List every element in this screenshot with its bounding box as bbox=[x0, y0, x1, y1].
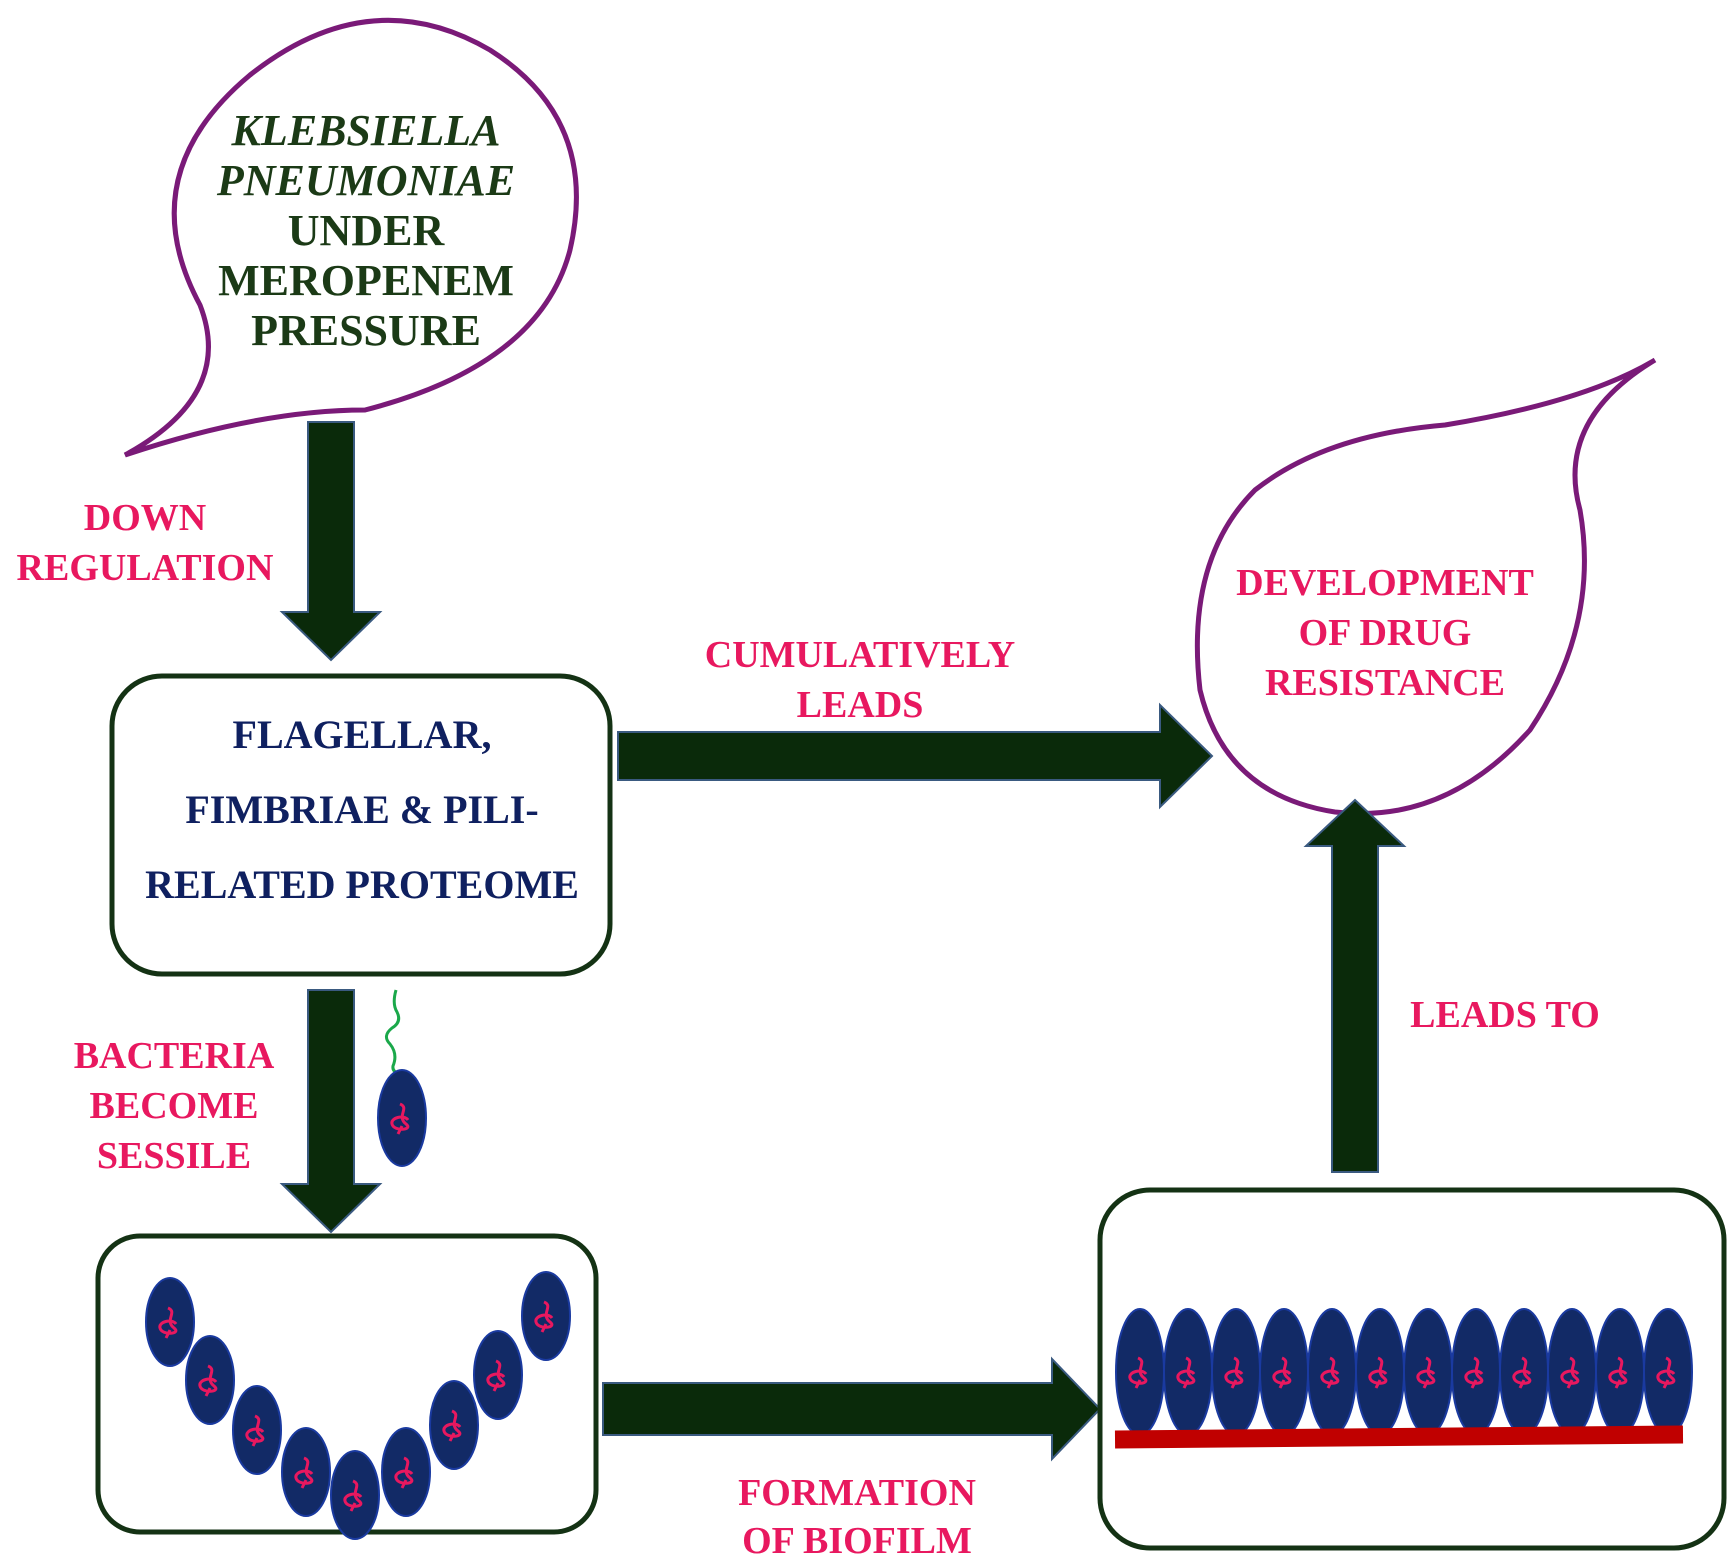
source-line-3: UNDER bbox=[288, 206, 446, 255]
bacterium bbox=[429, 1380, 479, 1470]
bacterium bbox=[330, 1450, 380, 1540]
result-line-3: RESISTANCE bbox=[1265, 662, 1505, 704]
bacterium bbox=[1211, 1308, 1261, 1436]
bacterium bbox=[1307, 1308, 1357, 1436]
result-line-2: OF DRUG bbox=[1299, 612, 1472, 654]
down-regulation-arrow bbox=[279, 421, 383, 662]
biofilm-label-2: OF BIOFILM bbox=[742, 1520, 972, 1558]
bacterium bbox=[1163, 1308, 1213, 1436]
bacterium bbox=[1595, 1308, 1645, 1436]
biofilm-bacteria-row bbox=[1115, 1308, 1693, 1436]
bacterium bbox=[145, 1277, 195, 1367]
source-line-2: PNEUMONIAE bbox=[216, 156, 515, 205]
down-regulation-label-1: DOWN bbox=[84, 497, 206, 539]
proteome-line-2: FIMBRIAE & PILI- bbox=[185, 787, 538, 832]
leads-to-label: LEADS TO bbox=[1410, 994, 1600, 1036]
cumulatively-label-1: CUMULATIVELY bbox=[705, 634, 1015, 676]
bacterium bbox=[381, 1427, 431, 1517]
source-line-4: MEROPENEM bbox=[218, 256, 514, 305]
down-regulation-label-2: REGULATION bbox=[17, 547, 274, 589]
biofilm-surface bbox=[1114, 1425, 1684, 1449]
bacterium bbox=[473, 1330, 523, 1420]
cumulatively-label-2: LEADS bbox=[797, 684, 924, 726]
bacterium bbox=[1499, 1308, 1549, 1436]
source-line-1: KLEBSIELLA bbox=[231, 106, 501, 155]
proteome-line-3: RELATED PROTEOME bbox=[145, 862, 579, 907]
bacterium bbox=[281, 1427, 331, 1517]
bacterium bbox=[1451, 1308, 1501, 1436]
bacterium bbox=[1547, 1308, 1597, 1436]
biofilm-label-1: FORMATION bbox=[738, 1472, 976, 1514]
bacterium bbox=[1643, 1308, 1693, 1436]
source-line-5: PRESSURE bbox=[251, 306, 481, 355]
sessile-arrow bbox=[279, 989, 383, 1234]
result-bubble bbox=[1194, 357, 1657, 817]
bacterium bbox=[232, 1385, 282, 1475]
bacterium bbox=[521, 1271, 571, 1361]
sessile-label-3: SESSILE bbox=[97, 1135, 251, 1177]
source-bubble bbox=[123, 17, 579, 458]
proteome-box bbox=[109, 673, 613, 977]
sessile-label-2: BECOME bbox=[90, 1085, 259, 1127]
result-line-1: DEVELOPMENT bbox=[1236, 562, 1534, 604]
bacterium bbox=[1115, 1308, 1165, 1436]
cumulative-arrow bbox=[617, 702, 1214, 810]
flagellated-bacterium bbox=[377, 989, 427, 1167]
proteome-line-1: FLAGELLAR, bbox=[233, 712, 492, 757]
bacterium bbox=[1403, 1308, 1453, 1436]
sessile-label-1: BACTERIA bbox=[74, 1035, 275, 1077]
biofilm-arrow bbox=[602, 1356, 1102, 1462]
u-shaped-bacteria bbox=[145, 1271, 571, 1540]
bacterium bbox=[185, 1335, 235, 1425]
leads-to-arrow bbox=[1303, 798, 1407, 1173]
bacterium bbox=[1355, 1308, 1405, 1436]
bacterium bbox=[1259, 1308, 1309, 1436]
